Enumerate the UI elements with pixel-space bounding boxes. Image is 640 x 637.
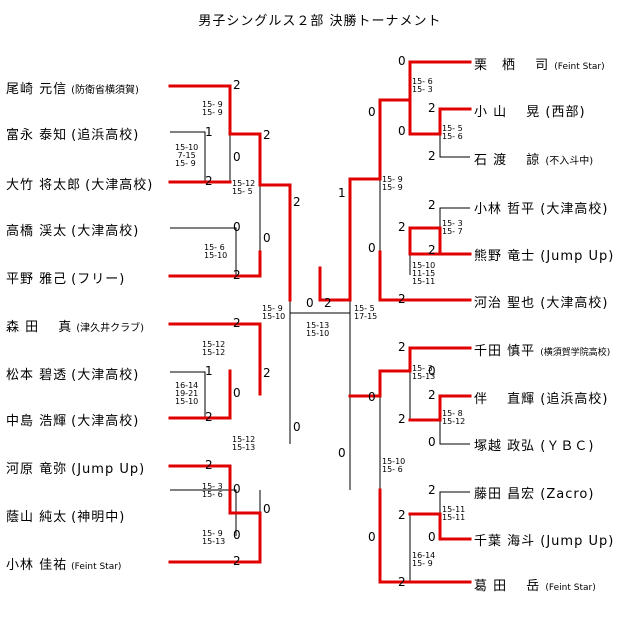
score: 0 [293, 420, 301, 434]
left-player-4: 高橋 渓太(大津高校) [6, 224, 140, 239]
right-player-1: 栗 栖 司 (Feint Star) [474, 58, 605, 73]
game-score: 15-11 15-11 [442, 505, 466, 522]
score: 2 [233, 78, 241, 92]
left-player-11: 小林 佳祐(Feint Star) [6, 558, 122, 573]
right-player-7: 千田 慎平 (横須賀学院高校) [474, 344, 611, 359]
score: 2 [233, 316, 241, 330]
right-player-5: 熊野 竜士 (Jump Up) [474, 249, 615, 264]
score: 0 [398, 124, 406, 138]
game-score: 15-12 15- 5 [232, 179, 256, 196]
score: 2 [428, 101, 436, 115]
right-player-4: 小林 哲平 (大津高校) [474, 202, 609, 217]
game-score: 15- 9 15-10 [262, 304, 286, 321]
left-player-7: 松本 碧透(大津高校) [6, 368, 140, 383]
final-score-left: 0 [306, 296, 314, 310]
score: 0 [263, 231, 271, 245]
score: 0 [368, 241, 376, 255]
score: 2 [428, 483, 436, 497]
game-score: 15-13 15-10 [306, 321, 330, 338]
left-player-5: 平野 雅己(フリー) [6, 272, 126, 287]
game-score: 15- 9 15-13 [202, 529, 226, 546]
game-score: 15-10 15- 6 [382, 457, 406, 474]
left-player-8: 中島 浩輝(大津高校) [6, 414, 140, 429]
score: 0 [338, 446, 346, 460]
page-title: 男子シングルス２部 決勝トーナメント [198, 14, 442, 29]
score: 2 [263, 366, 271, 380]
score: 0 [368, 390, 376, 404]
game-score: 15- 6 15- 3 [412, 77, 433, 94]
score: 2 [398, 412, 406, 426]
right-player-12: 葛 田 岳 (Feint Star) [474, 579, 596, 594]
score: 0 [428, 530, 436, 544]
game-score: 15-12 15-12 [202, 340, 226, 357]
score: 1 [205, 125, 213, 139]
game-score: 15- 5 17-15 [354, 304, 378, 321]
score: 0 [233, 528, 241, 542]
score: 2 [263, 128, 271, 142]
left-player-6: 森 田 真(津久井クラブ) [6, 320, 145, 335]
score: 2 [428, 388, 436, 402]
score: 0 [233, 482, 241, 496]
game-score: 15-10 11-15 15-11 [412, 261, 436, 286]
score: 0 [368, 105, 376, 119]
score: 2 [205, 458, 213, 472]
right-player-6: 河治 聖也 (大津高校) [474, 296, 609, 311]
game-score: 15- 9 15- 9 [202, 100, 223, 117]
score: 2 [293, 195, 301, 209]
score: 2 [233, 554, 241, 568]
right-player-3: 石 渡 諒 (不入斗中) [474, 153, 594, 168]
score: 0 [398, 54, 406, 68]
score: 2 [205, 410, 213, 424]
score: 0 [233, 150, 241, 164]
score: 2 [428, 243, 436, 257]
left-player-9: 河原 竜弥(Jump Up) [6, 462, 146, 477]
score: 0 [368, 530, 376, 544]
score: 0 [428, 435, 436, 449]
score: 2 [205, 174, 213, 188]
score: 0 [233, 386, 241, 400]
score: 2 [428, 198, 436, 212]
right-player-9: 塚越 政弘 (ＹＢＣ) [474, 439, 595, 454]
game-score: 15-10 7-15 15- 9 [175, 143, 199, 168]
game-score: 15- 3 15- 7 [442, 219, 463, 236]
left-player-2: 富永 泰知(追浜高校) [6, 128, 140, 143]
game-score: 15- 5 15- 6 [442, 124, 463, 141]
right-player-10: 藤田 昌宏 (Zacro) [474, 487, 595, 502]
score: 2 [398, 508, 406, 522]
game-score: 15- 6 15-10 [204, 243, 228, 260]
left-player-10: 蔭山 純太(神明中) [6, 510, 126, 525]
game-score: 16-14 19-21 15-10 [175, 381, 199, 406]
game-score: 15- 3 15-13 [412, 364, 436, 381]
right-player-2: 小 山 晃 (西部) [474, 105, 586, 120]
left-player-1: 尾崎 元信(防衛省横須賀) [6, 82, 139, 97]
game-score: 15- 8 15-12 [442, 409, 466, 426]
right-player-8: 伴 直輝 (追浜高校) [474, 392, 609, 407]
final-score-right: 2 [324, 296, 332, 310]
score: 2 [398, 575, 406, 589]
score: 2 [233, 268, 241, 282]
game-score: 16-14 15- 9 [412, 551, 436, 568]
game-score: 15- 3 15- 6 [202, 482, 223, 499]
score: 1 [338, 186, 346, 200]
right-player-11: 千葉 海斗 (Jump Up) [474, 534, 615, 549]
score: 0 [428, 364, 436, 378]
score: 2 [398, 340, 406, 354]
score: 2 [428, 149, 436, 163]
score: 0 [233, 220, 241, 234]
score: 0 [263, 502, 271, 516]
score: 2 [398, 220, 406, 234]
game-score: 15- 9 15- 9 [382, 175, 403, 192]
score: 1 [205, 364, 213, 378]
left-player-3: 大竹 将太郎(大津高校) [6, 178, 154, 193]
game-score: 15-12 15-13 [232, 435, 256, 452]
score: 2 [398, 292, 406, 306]
